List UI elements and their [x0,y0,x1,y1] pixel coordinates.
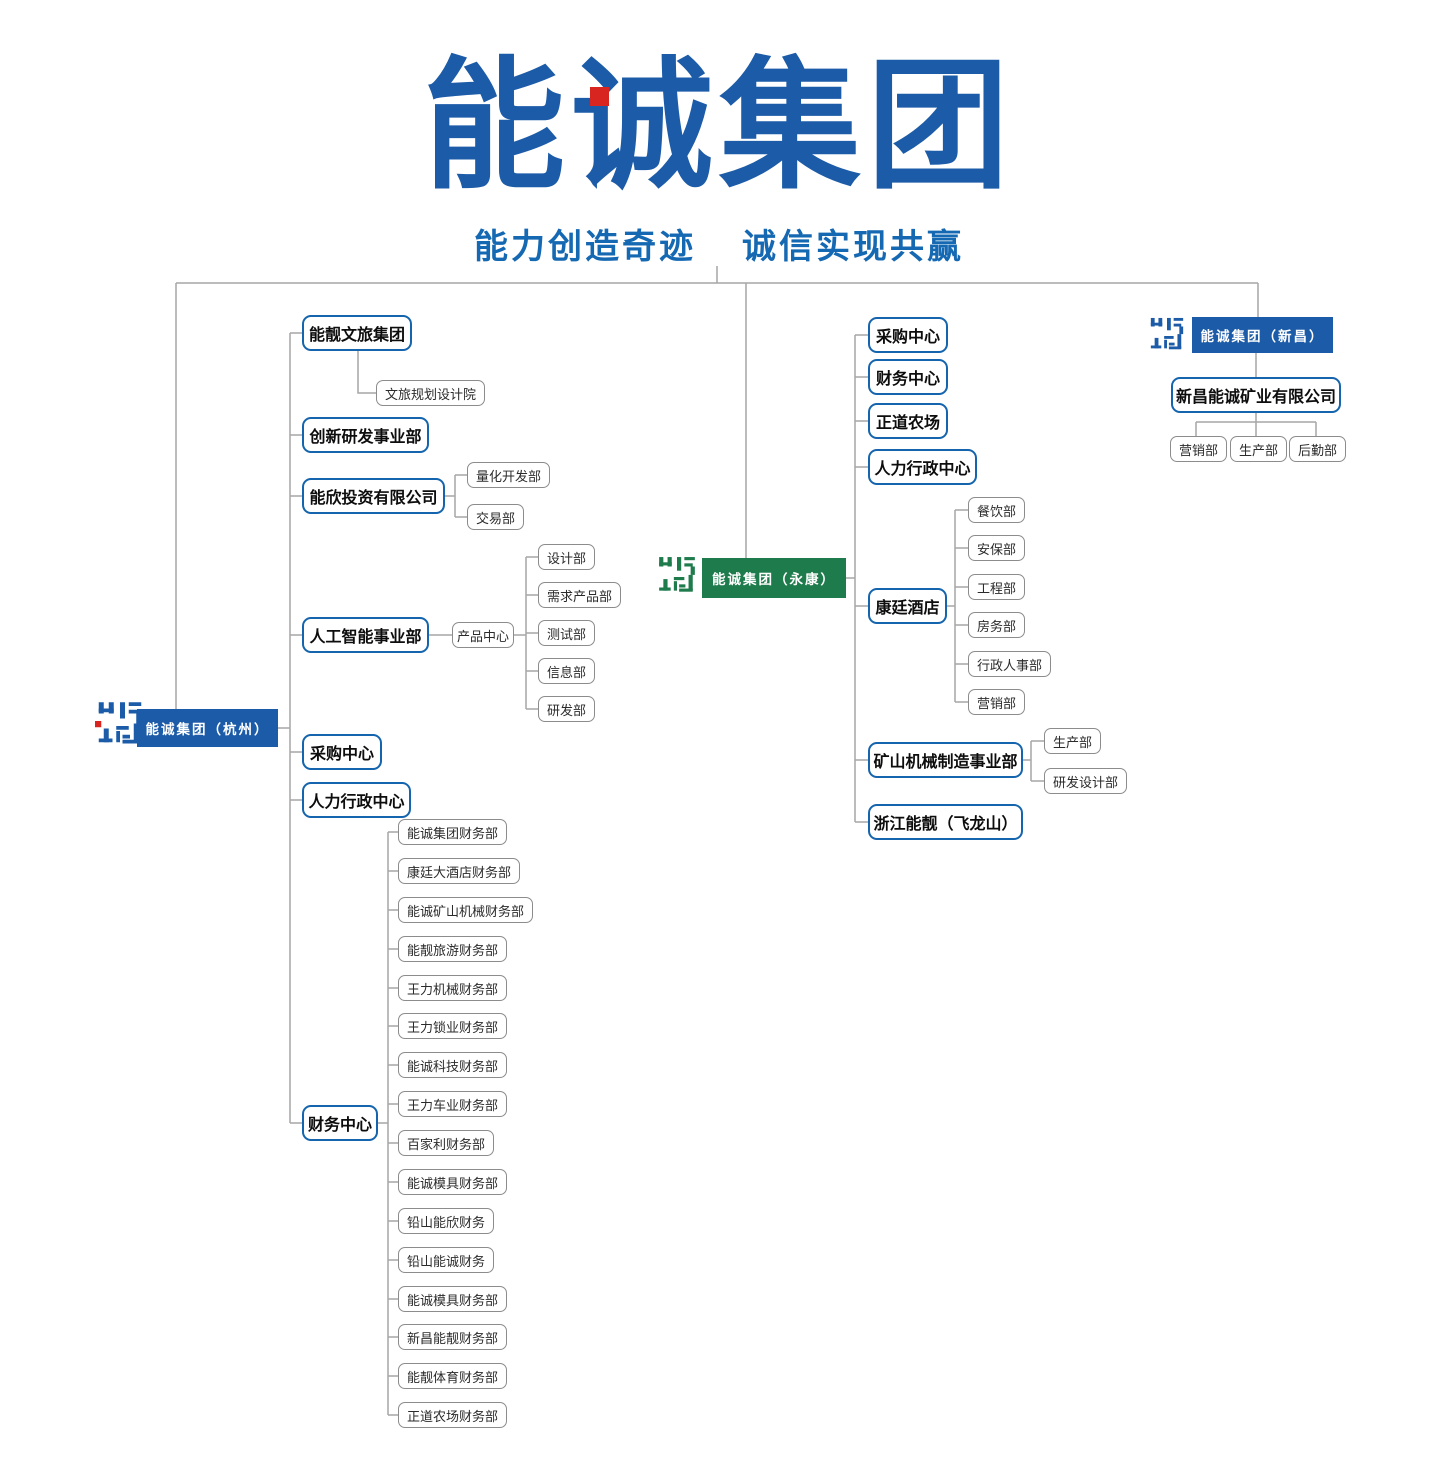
leaf-finance-dept: 能诚模具财务部 [398,1169,508,1195]
node-hz-finance-center: 财务中心 [302,1105,378,1141]
leaf-finance-dept: 能诚矿山机械财务部 [398,897,534,923]
leaf-hotel-housekeeping-dept: 房务部 [968,612,1026,638]
leaf-finance-dept: 康廷大酒店财务部 [398,858,521,884]
node-zhejiang-nengliang-feilongshan: 浙江能靓（飞龙山） [868,804,1023,840]
leaf-finance-dept: 新昌能靓财务部 [398,1324,508,1350]
leaf-finance-dept: 能靓体育财务部 [398,1363,508,1389]
brand-red-square [590,87,609,106]
node-mining-machinery-division: 矿山机械制造事业部 [868,742,1023,778]
company-seal-logo-xinchang [1148,317,1186,355]
leaf-trading: 交易部 [467,504,525,530]
leaf-requirements-product-dept: 需求产品部 [538,582,622,608]
leaf-finance-dept: 铅山能欣财务 [398,1208,495,1234]
node-yk-procurement-center: 采购中心 [868,317,948,353]
brand-slogan: 能力创造奇迹 诚信实现共赢 [0,219,1438,268]
leaf-information-dept: 信息部 [538,658,596,684]
leaf-testing-dept: 测试部 [538,620,596,646]
leaf-product-center: 产品中心 [452,622,514,648]
leaf-finance-dept: 王力机械财务部 [398,975,508,1001]
leaf-hotel-marketing-dept: 营销部 [968,689,1026,715]
node-yk-zhengdao-farm: 正道农场 [868,403,948,439]
leaf-wenlv-design-institute: 文旅规划设计院 [376,380,486,406]
leaf-quant-dev: 量化开发部 [467,462,551,488]
node-xinchang-mining-company: 新昌能诚矿业有限公司 [1171,377,1341,413]
node-innovation-rd: 创新研发事业部 [302,417,429,453]
node-yk-finance-center: 财务中心 [868,359,948,395]
leaf-finance-dept: 能诚科技财务部 [398,1052,508,1078]
node-yk-hr-admin-center: 人力行政中心 [868,449,977,485]
slogan-right: 诚信实现共赢 [742,227,964,267]
company-seal-logo-hangzhou [95,701,145,751]
leaf-mining-production-dept: 生产部 [1044,728,1102,754]
leaf-mining-rd-design-dept: 研发设计部 [1044,768,1128,794]
node-nengxin-investment: 能欣投资有限公司 [302,478,445,514]
leaf-finance-dept: 能诚集团财务部 [398,819,508,845]
leaf-finance-dept: 能靓旅游财务部 [398,936,508,962]
leaf-finance-dept: 能诚模具财务部 [398,1286,508,1312]
leaf-finance-dept: 王力锁业财务部 [398,1013,508,1039]
node-ai-division: 人工智能事业部 [302,617,429,653]
leaf-hotel-admin-hr-dept: 行政人事部 [968,651,1052,677]
leaf-finance-dept: 铅山能诚财务 [398,1247,495,1273]
node-hz-hr-admin-center: 人力行政中心 [302,782,411,818]
root-node-yongkang: 能诚集团（永康） [702,558,846,598]
node-hz-procurement-center: 采购中心 [302,734,382,770]
brand-logo-title: 能诚集团 [423,44,1015,209]
node-kangting-hotel: 康廷酒店 [868,588,947,624]
leaf-finance-dept: 王力车业财务部 [398,1091,508,1117]
leaf-xc-logistics-dept: 后勤部 [1289,436,1347,462]
leaf-rd-dept: 研发部 [538,696,596,722]
leaf-design-dept: 设计部 [538,544,596,570]
leaf-hotel-catering-dept: 餐饮部 [968,497,1026,523]
leaf-xc-marketing-dept: 营销部 [1170,436,1228,462]
leaf-hotel-engineering-dept: 工程部 [968,574,1026,600]
leaf-hotel-security-dept: 安保部 [968,535,1026,561]
leaf-finance-dept: 正道农场财务部 [398,1402,508,1428]
leaf-xc-production-dept: 生产部 [1230,436,1288,462]
root-node-xinchang: 能诚集团（新昌） [1192,317,1333,353]
slogan-left: 能力创造奇迹 [474,227,696,267]
company-seal-logo-yongkang [656,556,698,598]
leaf-finance-dept: 百家利财务部 [398,1130,495,1156]
node-wenlv-group: 能靓文旅集团 [302,315,412,351]
root-node-hangzhou: 能诚集团（杭州） [137,709,278,747]
